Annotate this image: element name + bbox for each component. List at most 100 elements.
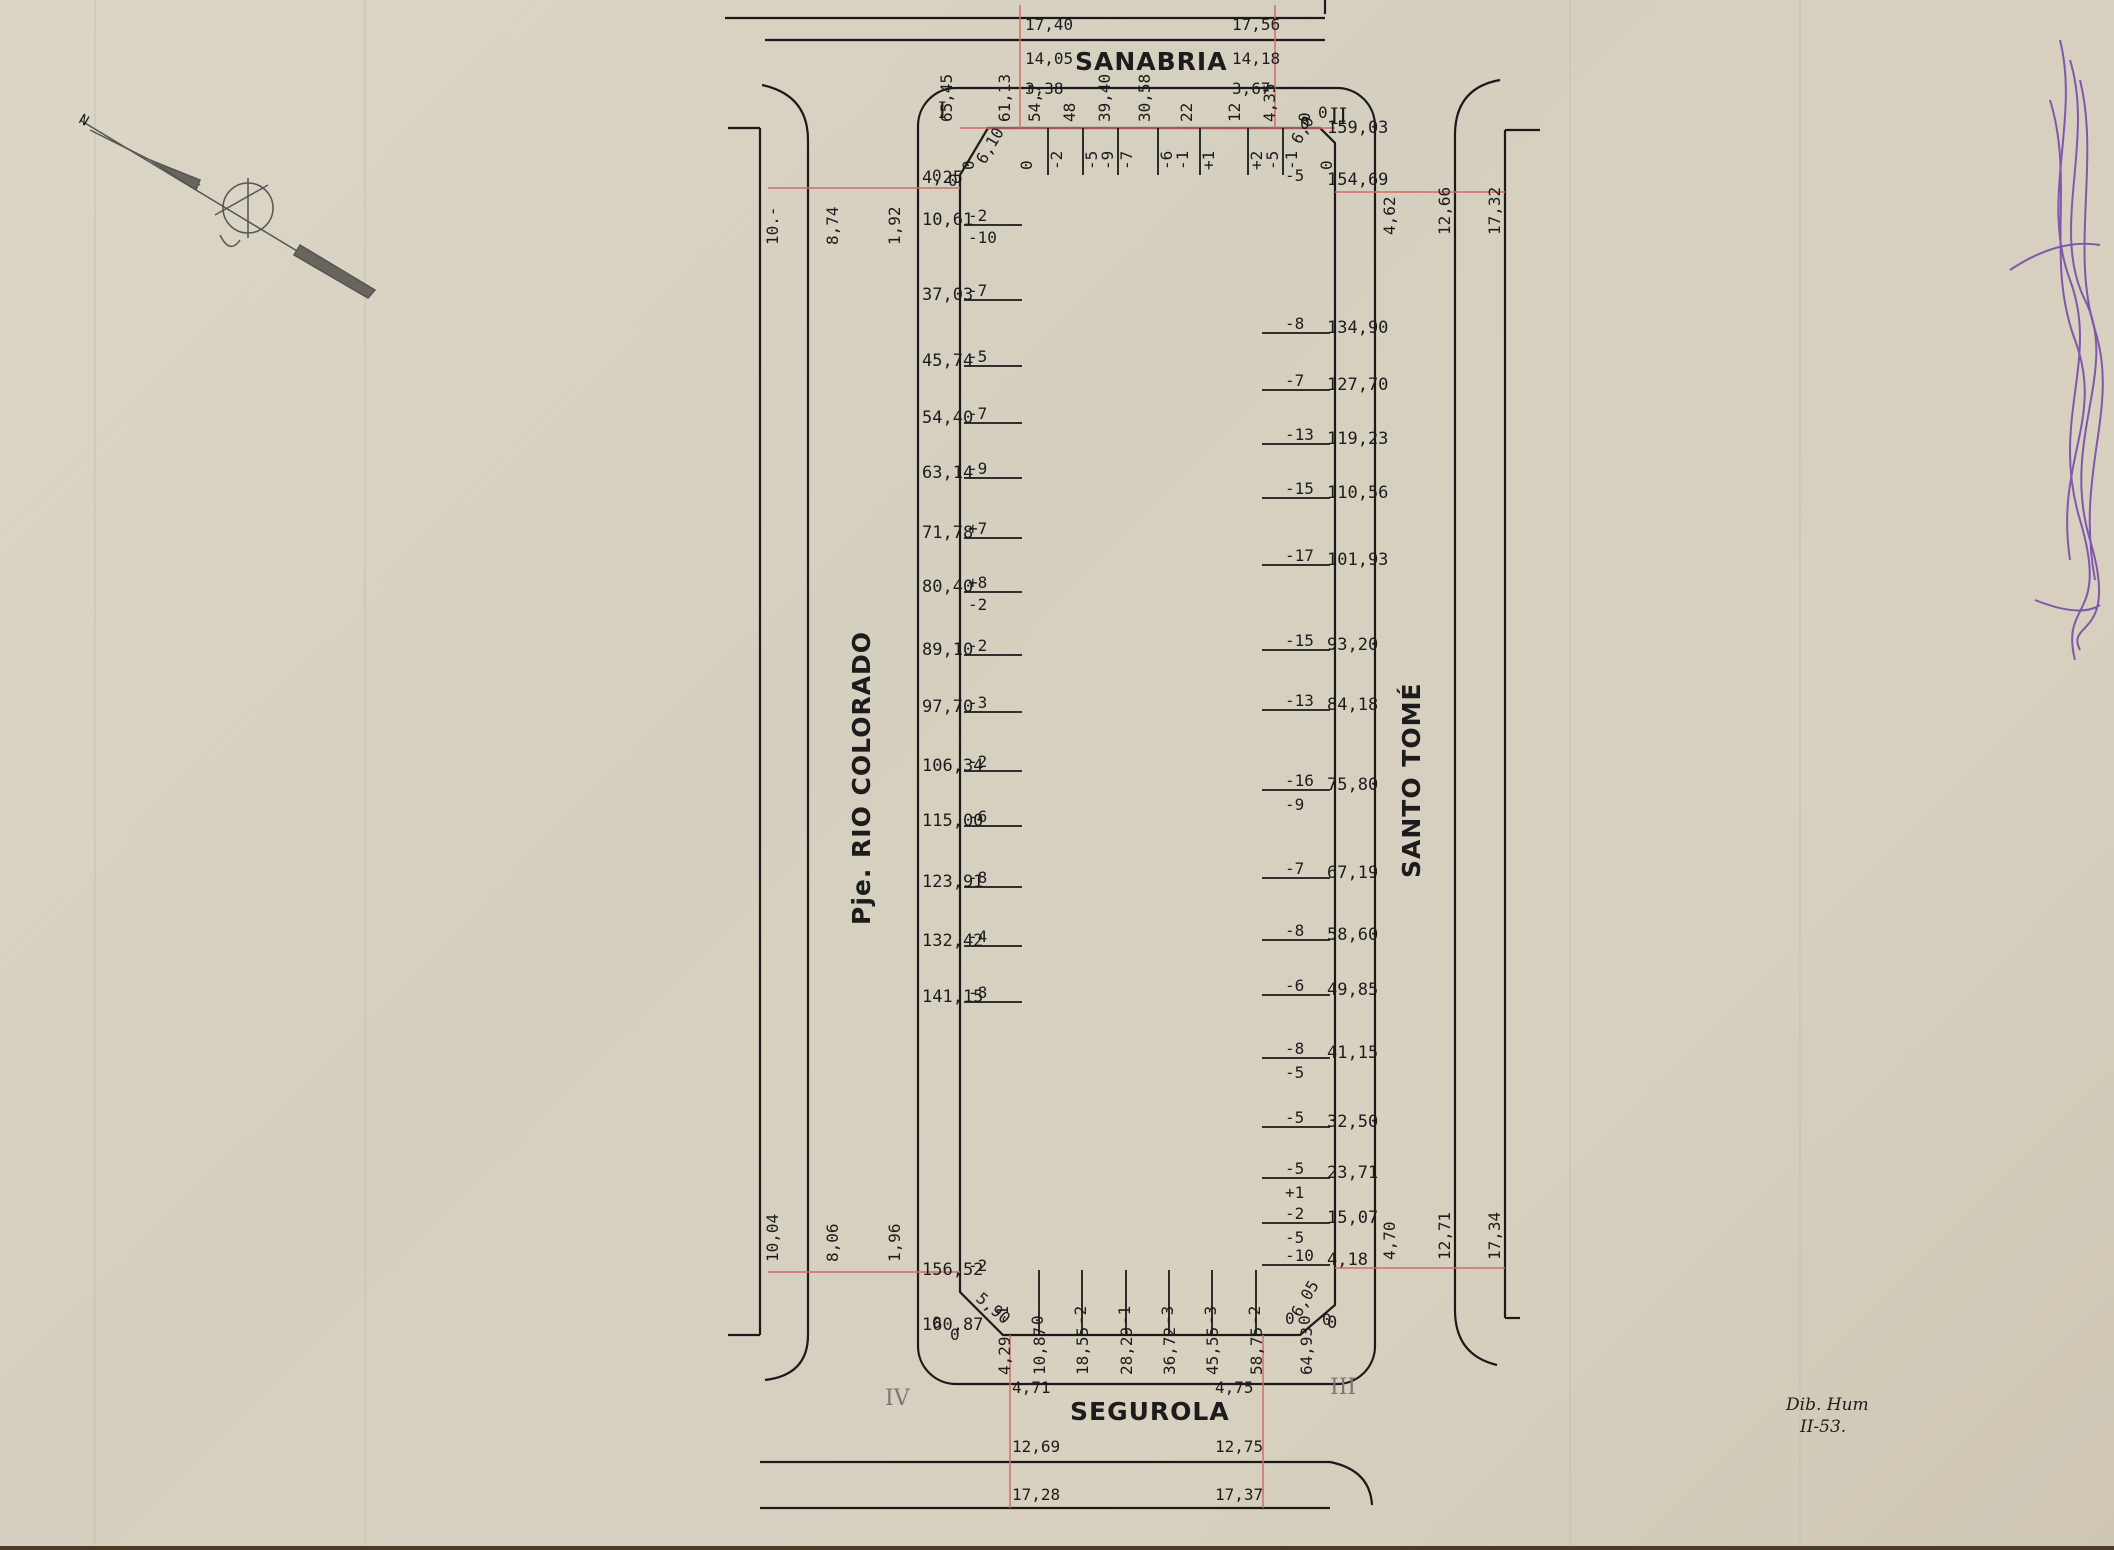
north-street-width: 17,56	[1232, 15, 1280, 34]
north-level: -5	[1082, 151, 1101, 170]
west-distance: 132,42	[922, 931, 983, 951]
corner-label-3: III	[1330, 1375, 1356, 1400]
north-level: -7	[1117, 151, 1136, 170]
west-street-width: 8,74	[823, 206, 842, 245]
corner-label-2: II	[1330, 105, 1347, 130]
east-distance: 119,23	[1327, 429, 1388, 449]
east-level: -5	[1285, 1159, 1304, 1178]
east-level: -8	[1285, 314, 1304, 333]
east-level: -17	[1285, 546, 1314, 565]
east-distance: 110,56	[1327, 483, 1388, 503]
west-distance: 123,91	[922, 872, 983, 892]
south-level: 0	[1295, 1315, 1314, 1325]
west-distance: 63,14	[922, 463, 973, 483]
east-street-width: 12,66	[1435, 187, 1454, 235]
west-level: -3	[968, 693, 987, 712]
east-level: -13	[1285, 691, 1314, 710]
corner-zero-nw: 0	[948, 171, 958, 190]
west-street-width: 1,92	[885, 206, 904, 245]
corner-label-1: I	[938, 99, 947, 124]
east-street-width: 17,32	[1485, 187, 1504, 235]
south-level: 0	[1028, 1315, 1047, 1325]
west-level: -7	[968, 281, 987, 300]
north-distance: 12	[1225, 103, 1244, 122]
north-level-2: -1	[1173, 151, 1192, 170]
east-level: -5	[1285, 1108, 1304, 1127]
north-level: 0	[1317, 160, 1336, 170]
south-distance: 58,75	[1247, 1327, 1266, 1375]
street-name-north: SANABRIA	[1075, 47, 1228, 76]
west-distance: 106,34	[922, 756, 983, 776]
south-level: -2	[1245, 1306, 1264, 1325]
west-distance: 10,61	[922, 210, 973, 230]
west-street-width: 8,06	[823, 1223, 842, 1262]
west-distance: 89,10	[922, 640, 973, 660]
south-street-width: 17,37	[1215, 1485, 1263, 1504]
street-name-south: SEGUROLA	[1070, 1397, 1230, 1426]
west-level: 0	[932, 166, 942, 185]
chamfer-se: 6,05	[1287, 1277, 1323, 1320]
west-distance: 97,70	[922, 697, 973, 717]
corner-zero-ne: 0	[1318, 103, 1328, 122]
south-distance: 28,29	[1117, 1327, 1136, 1375]
east-level: -16	[1285, 771, 1314, 790]
north-level: 0	[1017, 160, 1036, 170]
north-distance: 0	[1295, 112, 1314, 122]
north-street-width: 17,40	[1025, 15, 1073, 34]
north-street-width: 3,38	[1025, 79, 1064, 98]
east-level-2: +1	[1285, 1183, 1304, 1202]
south-level: -2	[1071, 1306, 1090, 1325]
north-arrow	[79, 119, 377, 299]
west-distance: 4,25	[922, 168, 963, 188]
east-distance: 101,93	[1327, 550, 1388, 570]
east-distance: 4,18	[1327, 1250, 1368, 1270]
east-street-width: 12,71	[1435, 1212, 1454, 1260]
east-level-2: -5	[1285, 1063, 1304, 1082]
east-level: -5	[1285, 166, 1304, 185]
south-street-width: 4,75	[1215, 1378, 1254, 1397]
signature-line2: II-53.	[1799, 1417, 1846, 1437]
north-level: +2	[1247, 151, 1266, 170]
west-distance: 156,52	[922, 1260, 983, 1280]
west-level: +8	[968, 573, 987, 592]
south-distance: 18,55	[1073, 1327, 1092, 1375]
east-street-width: 17,34	[1485, 1212, 1504, 1260]
signature-line1: Dib. Hum	[1785, 1395, 1869, 1415]
south-street-width: 12,69	[1012, 1437, 1060, 1456]
south-street-width: 12,75	[1215, 1437, 1263, 1456]
east-level: -6	[1285, 976, 1304, 995]
west-level: -5	[968, 347, 987, 366]
west-distance: 80,40	[922, 577, 973, 597]
west-distance: 141,15	[922, 987, 983, 1007]
east-level: -7	[1285, 859, 1304, 878]
corner-label-4: IV	[885, 1386, 911, 1411]
east-level: -13	[1285, 425, 1314, 444]
north-street-width: 14,05	[1025, 49, 1073, 68]
east-level: -15	[1285, 479, 1314, 498]
corner-zero-se: 0	[1322, 1310, 1332, 1329]
west-level: -2	[968, 206, 987, 225]
east-distance: 67,19	[1327, 863, 1378, 883]
west-street-width: 10.-	[763, 206, 782, 245]
east-distance: 159,03	[1327, 118, 1388, 138]
south-street-width: 17,28	[1012, 1485, 1060, 1504]
west-level-2: -10	[968, 228, 997, 247]
east-level-2: -9	[1285, 795, 1304, 814]
north-distance: 22	[1177, 103, 1196, 122]
west-street-width: 1,96	[885, 1223, 904, 1262]
purple-scribble	[2009, 39, 2104, 661]
north-level: -2	[1047, 151, 1066, 170]
north-letter: N	[76, 112, 91, 130]
north-level-2: -5	[1263, 151, 1282, 170]
east-distance: 0	[1327, 1313, 1337, 1333]
east-street-width: 4,70	[1380, 1221, 1399, 1260]
east-level: -15	[1285, 631, 1314, 650]
west-level: 0	[932, 1313, 942, 1332]
south-distance: 4,29	[995, 1336, 1014, 1375]
north-distance: 39,40	[1095, 74, 1114, 122]
east-distance: 49,85	[1327, 980, 1378, 1000]
west-level-2: -2	[968, 595, 987, 614]
east-distance: 134,90	[1327, 318, 1388, 338]
west-distance: 71,78	[922, 523, 973, 543]
